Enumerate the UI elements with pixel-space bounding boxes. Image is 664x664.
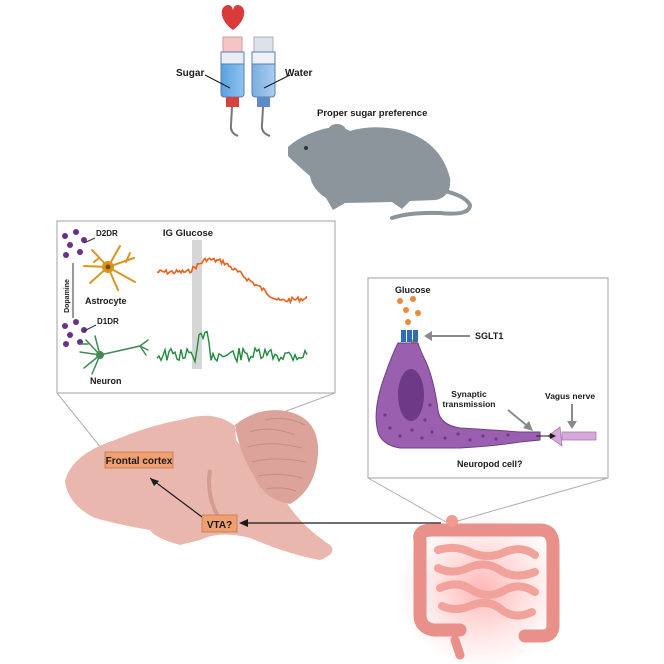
synaptic-label-line2: transmission	[443, 399, 496, 409]
vta-label: VTA?	[207, 520, 232, 531]
astrocyte-label: Astrocyte	[85, 296, 127, 306]
intestine-icon	[413, 515, 560, 660]
neuron-trace	[156, 330, 308, 365]
astrocyte-trace	[156, 257, 308, 305]
water-label: Water	[285, 68, 313, 79]
astrocyte-icon	[83, 245, 136, 291]
water-leader-line	[263, 74, 291, 89]
brain	[65, 410, 333, 560]
water-bottle	[251, 36, 276, 137]
sglt1-transporter-icon	[401, 330, 418, 342]
ig-glucose-label: IG Glucose	[163, 228, 213, 239]
vagus-label: Vagus nerve	[545, 391, 595, 401]
dopamine-dots-top	[62, 229, 87, 258]
synaptic-label-line1: Synaptic	[451, 389, 487, 399]
sglt1-label: SGLT1	[475, 331, 503, 341]
neuron-label: Neuron	[90, 376, 122, 386]
gut-callout-left	[367, 477, 447, 523]
ig-glucose-band	[192, 240, 202, 369]
vta-to-frontal-arrow	[149, 477, 203, 518]
heart-icon	[221, 5, 245, 30]
neuropod-label: Neuropod cell?	[457, 459, 523, 469]
sugar-label: Sugar	[176, 68, 204, 79]
dopamine-label: Dopamine	[64, 279, 71, 313]
vta-box	[201, 514, 238, 533]
dopamine-dots-bottom	[62, 319, 87, 347]
glucose-label: Glucose	[395, 285, 431, 295]
sugar-bottle	[220, 36, 245, 137]
d1dr-label: D1DR	[97, 317, 119, 326]
sugar-leader-line	[204, 74, 231, 89]
neuron-icon	[79, 335, 149, 375]
frontal-cortex-label: Frontal cortex	[106, 456, 173, 467]
d2dr-label: D2DR	[96, 229, 118, 238]
preference-label: Proper sugar preference	[317, 108, 427, 119]
callout-line-left	[56, 392, 107, 455]
mouse	[288, 124, 473, 220]
frontal-cortex-box	[104, 451, 174, 469]
